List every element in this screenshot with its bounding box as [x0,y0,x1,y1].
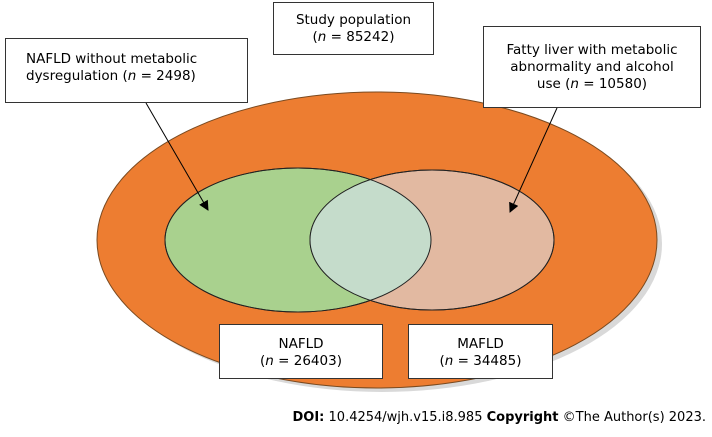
nafld-count: (n = 26403) [260,353,342,369]
doi-label: DOI: [292,410,325,425]
arrow-fatty-liver-metabolic [509,107,558,213]
fatty-liver-label-line2: abnormality and alcohol [510,59,674,75]
fatty-liver-count: use (n = 10580) [536,76,648,92]
mafld-count: (n = 34485) [439,353,522,369]
fatty-liver-label-line1: Fatty liver with metabolic [506,42,678,58]
nafld-box: NAFLD (n = 26403) [219,324,383,379]
nafld-without-dysregulation-label: NAFLD without metabolic [26,51,198,67]
doi-copyright-footer: DOI: 10.4254/wjh.v15.i8.985 Copyright ©T… [293,410,707,425]
nafld-without-dysregulation-box: NAFLD without metabolic dysregulation (n… [5,38,248,103]
study-population-count: (n = 85242) [312,29,395,45]
mafld-outline [309,169,555,311]
overlap-region [310,170,431,310]
fatty-liver-metabolic-alcohol-box: Fatty liver with metabolic abnormality a… [483,26,701,108]
arrow-nafld-without-dysregulation [145,102,209,211]
copyright-value: ©The Author(s) 2023. [558,410,706,425]
study-population-label: Study population [295,12,412,28]
nafld-without-dysregulation-count: dysregulation (n = 2498) [26,68,196,84]
mafld-box: MAFLD (n = 34485) [408,324,553,379]
nafld-outline [164,167,432,313]
doi-value: 10.4254/wjh.v15.i8.985 [324,410,487,425]
study-population-box: Study population (n = 85242) [273,2,434,55]
mafld-label: MAFLD [457,336,504,352]
nafld-label: NAFLD [278,336,324,352]
copyright-label: Copyright [486,410,559,425]
